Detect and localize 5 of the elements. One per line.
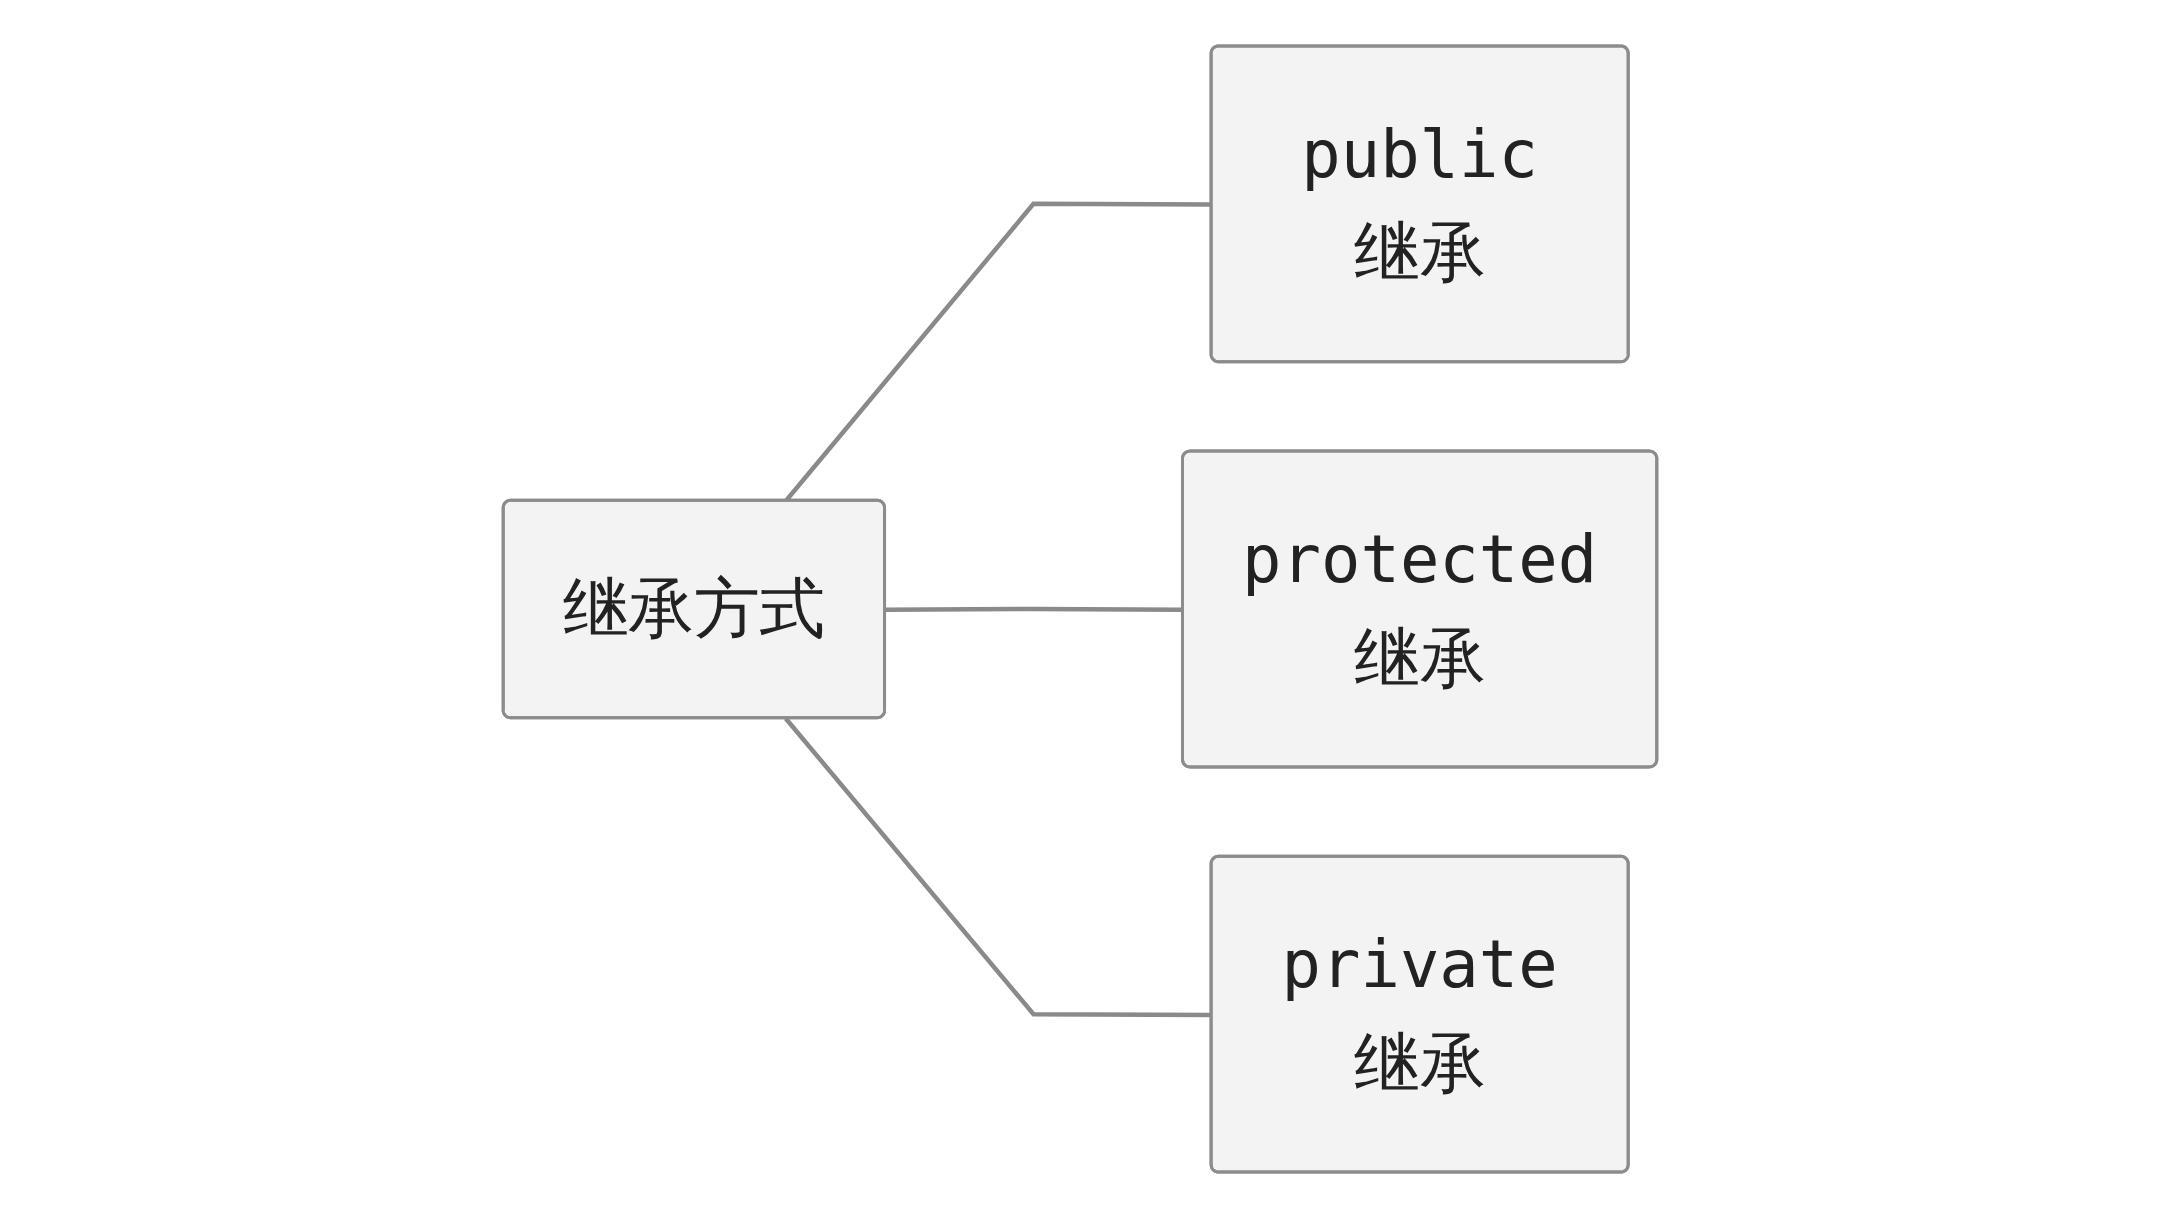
topic-box: 继承方式 [501, 498, 887, 720]
topic-box: protected继承 [1181, 449, 1659, 769]
topic-box: private继承 [1209, 854, 1630, 1174]
topic-box: public继承 [1209, 44, 1630, 364]
connector-line [784, 717, 1212, 1018]
